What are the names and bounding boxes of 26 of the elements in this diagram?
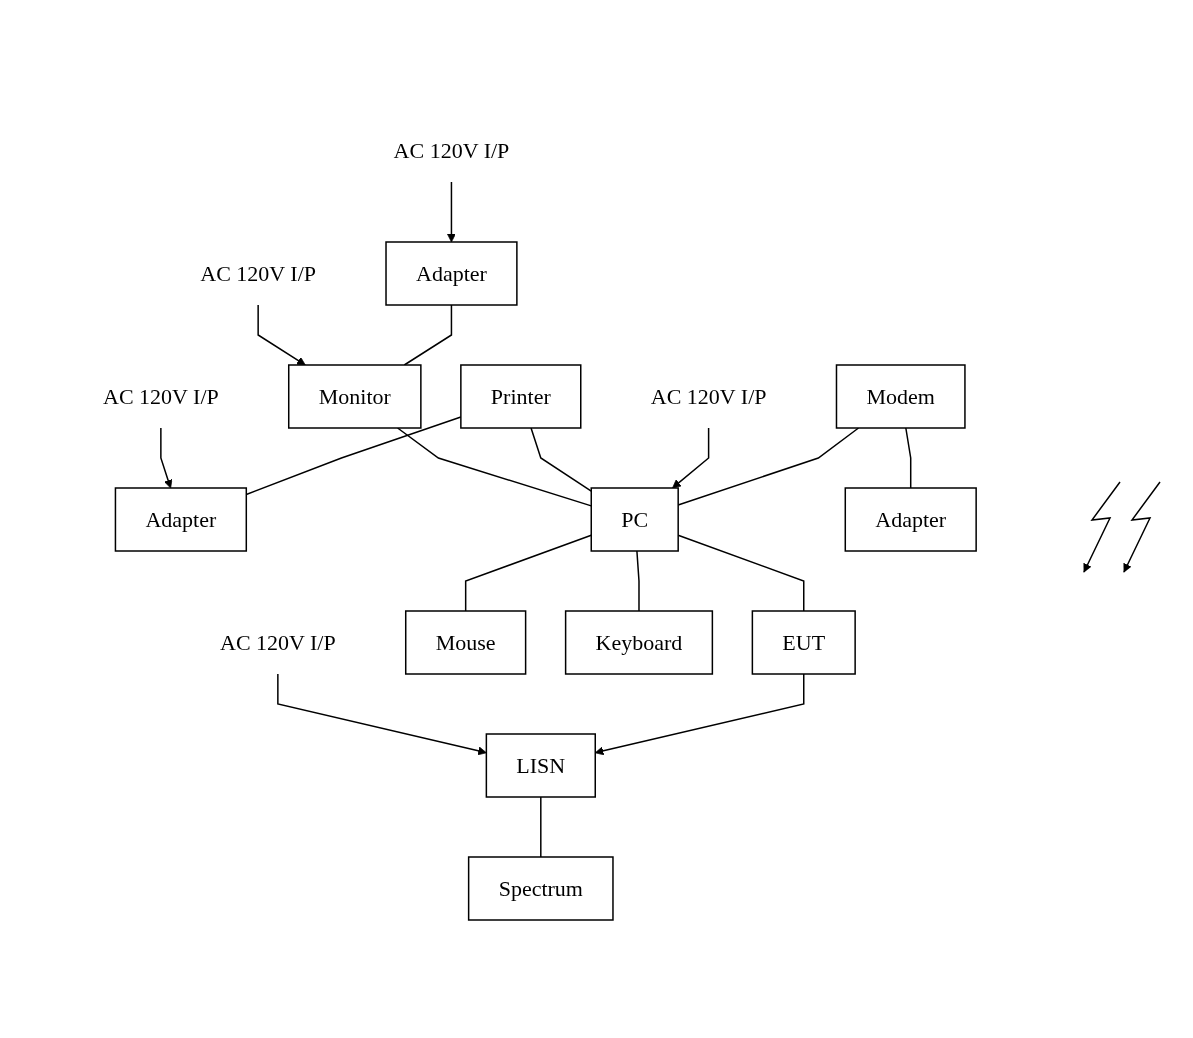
node-text: AC 120V I/P <box>394 137 510 163</box>
node-box: Modem <box>836 363 967 429</box>
node-text: AC 120V I/P <box>103 383 220 409</box>
node-box: Keyboard <box>565 609 714 675</box>
node-box: PC <box>590 486 680 552</box>
node-box: EUT <box>752 609 857 675</box>
arrow <box>595 672 805 755</box>
node-text: AC 120V I/P <box>220 629 337 655</box>
arrow <box>447 180 457 242</box>
node-box: LISN <box>486 732 597 798</box>
node-box: Adapter <box>115 486 248 552</box>
node-box: Spectrum <box>468 855 615 921</box>
connector <box>905 426 912 489</box>
node-box: Monitor <box>288 363 423 429</box>
connector <box>403 303 453 366</box>
node-box: Adapter <box>385 240 519 306</box>
node-text: AC 120V I/P <box>651 383 767 409</box>
node-box: Printer <box>460 363 582 429</box>
connector <box>636 549 641 612</box>
node-box: Mouse <box>405 609 527 675</box>
node-text: AC 120V I/P <box>200 260 317 286</box>
arrow <box>672 426 710 488</box>
node-box: Adapter <box>844 486 978 552</box>
connector <box>540 795 542 858</box>
arrow <box>257 303 307 365</box>
arrow <box>160 426 173 488</box>
